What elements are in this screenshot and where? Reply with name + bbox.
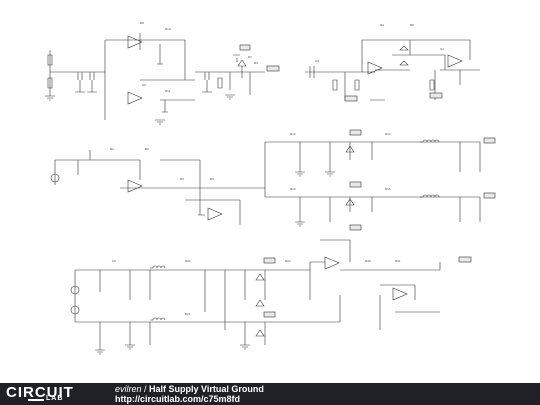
svg-text:C9: C9 xyxy=(112,259,116,263)
svg-text:C3: C3 xyxy=(315,59,319,63)
svg-text:R5: R5 xyxy=(410,23,414,27)
svg-text:R20: R20 xyxy=(185,259,191,263)
ground-symbols xyxy=(45,94,335,355)
svg-text:R12: R12 xyxy=(290,132,296,136)
svg-text:R14: R14 xyxy=(385,132,391,136)
opamp-5 xyxy=(127,179,143,193)
svg-text:R30: R30 xyxy=(365,259,371,263)
opamp-3 xyxy=(367,61,383,75)
svg-text:U4: U4 xyxy=(440,47,444,51)
svg-text:D1: D1 xyxy=(248,55,252,59)
svg-text:R4: R4 xyxy=(210,177,214,181)
block-top-right xyxy=(305,39,480,102)
circuit-title[interactable]: Half Supply Virtual Ground xyxy=(149,384,264,394)
author-link[interactable]: evilren xyxy=(115,384,142,394)
opamp-8 xyxy=(392,287,408,301)
opamp-7 xyxy=(324,256,340,270)
circuitlab-logo[interactable]: CIRCUIT xyxy=(6,384,74,401)
svg-text:R10: R10 xyxy=(165,27,171,31)
svg-text:R2: R2 xyxy=(145,147,149,151)
svg-text:R13: R13 xyxy=(290,187,296,191)
svg-text:U2: U2 xyxy=(142,83,146,87)
footer-bar: CIRCUIT LAB evilren / Half Supply Virtua… xyxy=(0,383,540,405)
svg-text:R3: R3 xyxy=(254,61,258,65)
svg-text:R31: R31 xyxy=(395,259,401,263)
author-line: evilren / Half Supply Virtual Ground xyxy=(115,384,264,394)
logo-underline xyxy=(28,399,44,401)
svg-text:R4: R4 xyxy=(380,23,384,27)
opamp-6 xyxy=(207,207,223,221)
svg-text:R9: R9 xyxy=(140,21,144,25)
svg-text:R1: R1 xyxy=(110,147,114,151)
svg-text:R15: R15 xyxy=(385,187,391,191)
block-bottom xyxy=(70,224,472,350)
svg-text:R22: R22 xyxy=(285,259,291,263)
separator: / xyxy=(141,384,150,394)
opamp-4 xyxy=(447,54,463,68)
svg-text:R3: R3 xyxy=(180,177,184,181)
circuitlab-logo-sub: LAB xyxy=(46,395,64,402)
block-middle xyxy=(50,129,496,225)
opamp-1 xyxy=(127,35,143,49)
block-top-left xyxy=(47,33,280,120)
opamp-2 xyxy=(127,91,143,105)
svg-text:R21: R21 xyxy=(185,312,191,316)
svg-text:R11: R11 xyxy=(165,89,171,93)
circuit-url[interactable]: http://circuitlab.com/c75m8fd xyxy=(115,394,241,404)
